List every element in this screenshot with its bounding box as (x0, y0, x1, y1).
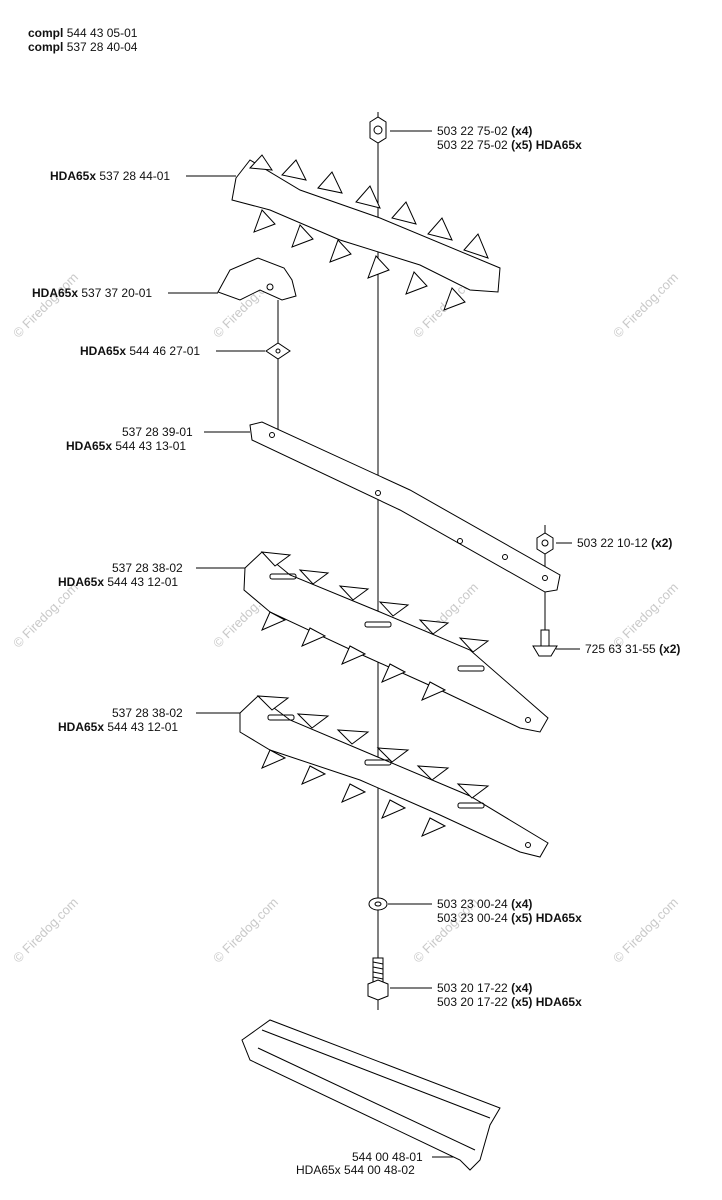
label-plate: HDA65x 544 46 27-01 (80, 344, 201, 358)
label-blade2-b: HDA65x 544 43 12-01 (58, 720, 179, 734)
blade-lower (239, 695, 549, 858)
washer (368, 897, 388, 911)
label-bar-b: HDA65x 544 43 13-01 (66, 439, 187, 453)
label-blade1-b: HDA65x 544 43 12-01 (58, 575, 179, 589)
label-nut-top-a: 503 22 75-02 (x4) (437, 124, 533, 138)
label-blade1-a: 537 28 38-02 (112, 561, 183, 575)
label-washer-b: 503 23 00-24 (x5) HDA65x (437, 911, 582, 925)
side-nut (536, 532, 554, 555)
blade-cover (241, 1019, 501, 1171)
label-bolt-a: 503 20 17-22 (x4) (437, 981, 533, 995)
label-nut-top-b: 503 22 75-02 (x5) HDA65x (437, 138, 582, 152)
blade-upper (243, 551, 549, 733)
header-line-1: compl 544 43 05-01 (28, 26, 138, 40)
small-plate (265, 342, 291, 360)
label-guard: HDA65x 537 28 44-01 (50, 169, 171, 183)
clip-part (217, 257, 297, 301)
label-nut-side: 503 22 10-12 (x2) (577, 536, 673, 550)
label-cover-a: 544 00 48-01 (352, 1150, 423, 1164)
bolt (367, 957, 389, 1001)
blade-guard (231, 154, 501, 311)
label-clip: HDA65x 537 37 20-01 (32, 286, 153, 300)
side-screw (532, 629, 558, 657)
header-line-2: compl 537 28 40-04 (28, 40, 138, 54)
label-screw-side: 725 63 31-55 (x2) (585, 642, 681, 656)
label-bar-a: 537 28 39-01 (122, 425, 193, 439)
label-bolt-b: 503 20 17-22 (x5) HDA65x (437, 995, 582, 1009)
connecting-bar (249, 421, 561, 593)
label-washer-a: 503 23 00-24 (x4) (437, 897, 533, 911)
top-nut (369, 116, 387, 144)
label-cover-b: HDA65x 544 00 48-02 (296, 1163, 415, 1177)
label-blade2-a: 537 28 38-02 (112, 706, 183, 720)
